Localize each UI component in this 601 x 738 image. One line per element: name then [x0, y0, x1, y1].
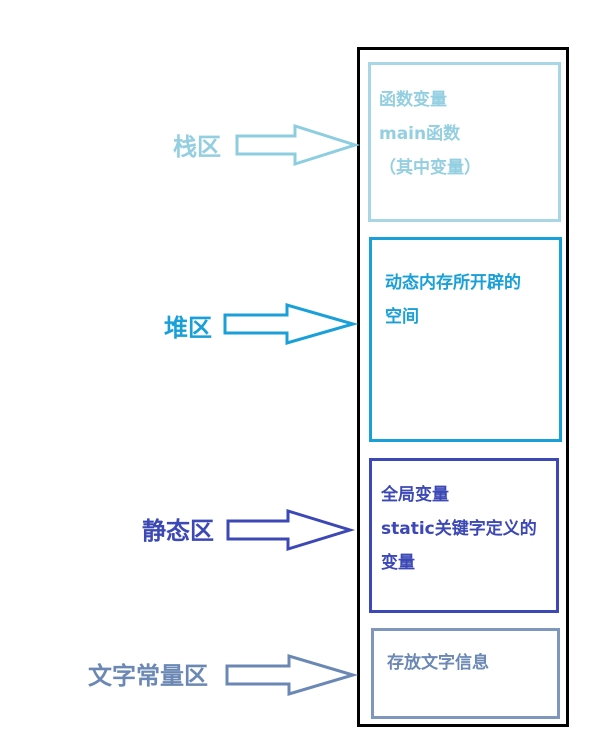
- stack-line: （其中变量）: [379, 158, 481, 178]
- static-line: 变量: [381, 553, 415, 573]
- static-region-label: 静态区: [142, 517, 214, 545]
- heap-line: 空间: [385, 307, 419, 327]
- stack-line: 函数变量: [379, 90, 447, 110]
- heap-line: 动态内存所开辟的: [385, 273, 521, 293]
- heap-region-text: 动态内存所开辟的 空间: [385, 266, 521, 334]
- static-region-box: 全局变量 static关键字定义的 变量: [369, 458, 559, 613]
- static-arrow-icon: [226, 508, 356, 552]
- stack-arrow-icon: [235, 123, 360, 167]
- literal-region-label: 文字常量区: [88, 662, 208, 690]
- stack-region-text: 函数变量 main函数 （其中变量）: [379, 83, 481, 185]
- memory-layout-frame: [357, 47, 569, 727]
- static-region-text: 全局变量 static关键字定义的 变量: [381, 478, 537, 580]
- literal-region-text: 存放文字信息: [387, 646, 489, 680]
- heap-region-box: 动态内存所开辟的 空间: [369, 237, 562, 442]
- heap-region-label: 堆区: [164, 314, 212, 342]
- static-line: static关键字定义的: [381, 519, 537, 539]
- literal-line: 存放文字信息: [387, 653, 489, 673]
- stack-region-label: 栈区: [173, 133, 221, 161]
- heap-arrow-icon: [223, 303, 359, 345]
- static-line: 全局变量: [381, 485, 449, 505]
- stack-region-box: 函数变量 main函数 （其中变量）: [368, 62, 561, 222]
- stack-line: main函数: [379, 124, 461, 144]
- literal-arrow-icon: [225, 653, 359, 697]
- literal-region-box: 存放文字信息: [371, 628, 560, 719]
